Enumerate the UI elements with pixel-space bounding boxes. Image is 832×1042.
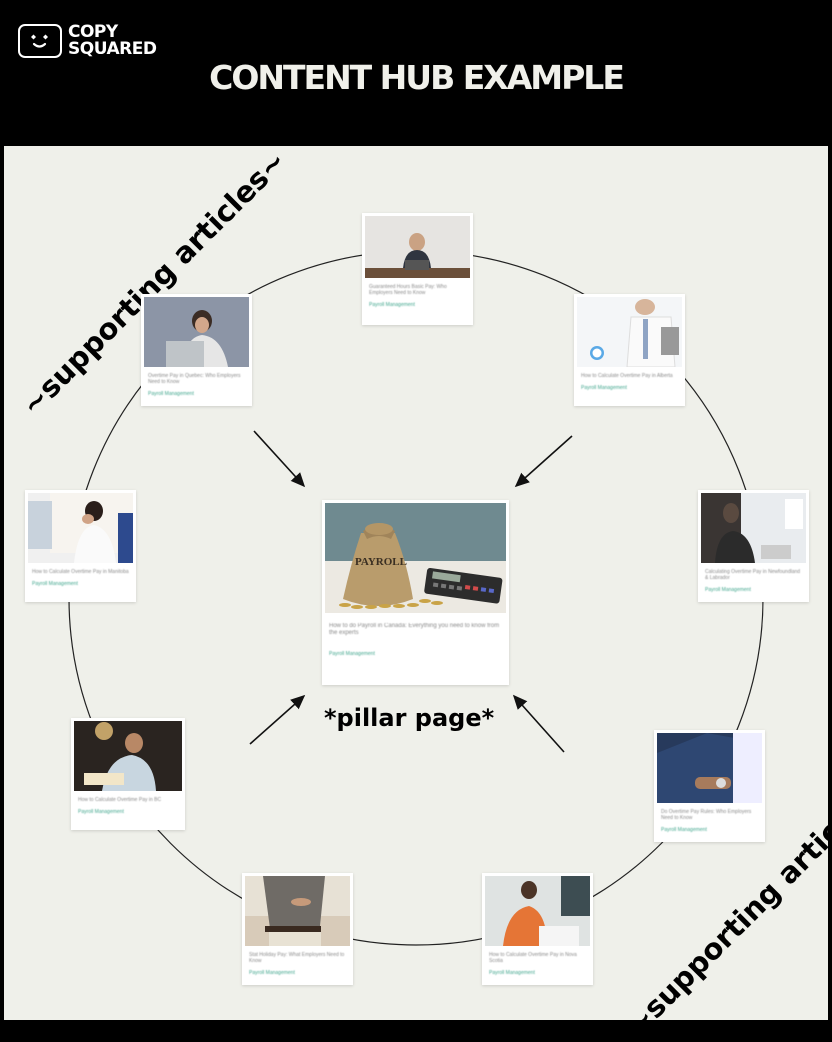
article-card-3[interactable]: Calculating Overtime Pay in Newfoundland… (698, 490, 809, 602)
article-image-8 (28, 493, 133, 563)
article-tag-4[interactable]: Payroll Management (661, 827, 707, 833)
article-card-9[interactable]: Overtime Pay in Quebec: Who Employers Ne… (141, 294, 252, 406)
article-card-8[interactable]: How to Calculate Overtime Pay in Manitob… (25, 490, 136, 602)
article-tag-9[interactable]: Payroll Management (148, 391, 194, 397)
article-tag-8[interactable]: Payroll Management (32, 581, 78, 587)
article-caption-1: Guaranteed Hours Basic Pay: Who Employer… (369, 284, 447, 296)
article-image-7 (74, 721, 182, 791)
article-card-4[interactable]: Do Overtime Pay Rules: Who Employers Nee… (654, 730, 765, 842)
article-image-3 (701, 493, 806, 563)
arrow-bottom-right (512, 694, 565, 753)
article-image-2 (577, 297, 682, 367)
article-caption-2: How to Calculate Overtime Pay in Alberta (581, 373, 673, 379)
article-caption-6: Stat Holiday Pay: What Employers Need to… (249, 952, 345, 964)
smiley-logo-icon (18, 24, 62, 58)
article-card-7[interactable]: How to Calculate Overtime Pay in BC Payr… (71, 718, 185, 830)
article-card-1[interactable]: Guaranteed Hours Basic Pay: Who Employer… (362, 213, 473, 325)
article-caption-9: Overtime Pay in Quebec: Who Employers Ne… (148, 373, 241, 385)
article-image-6 (245, 876, 350, 946)
article-card-2[interactable]: How to Calculate Overtime Pay in Alberta… (574, 294, 685, 406)
pillar-page-card[interactable]: PAYROLL How to do Payroll in Canada: Eve… (322, 500, 509, 685)
svg-text:PAYROLL: PAYROLL (355, 556, 407, 568)
article-tag-2[interactable]: Payroll Management (581, 385, 627, 391)
article-tag-3[interactable]: Payroll Management (705, 587, 751, 593)
article-caption-8: How to Calculate Overtime Pay in Manitob… (32, 569, 129, 575)
article-caption-5: How to Calculate Overtime Pay in Nova Sc… (489, 952, 577, 964)
arrow-top-right (514, 435, 573, 488)
article-tag-5[interactable]: Payroll Management (489, 970, 535, 976)
article-tag-7[interactable]: Payroll Management (78, 809, 124, 815)
pillar-caption: How to do Payroll in Canada: Everything … (329, 623, 500, 636)
article-tag-1[interactable]: Payroll Management (369, 302, 415, 308)
article-image-9 (144, 297, 249, 367)
hub-diagram: ~supporting articles~ ~supporting articl… (4, 144, 832, 1042)
article-caption-7: How to Calculate Overtime Pay in BC (78, 797, 162, 803)
arrow-bottom-left (249, 694, 306, 745)
article-image-4 (657, 733, 762, 803)
logo[interactable]: COPY SQUARED (18, 22, 157, 59)
page-title: CONTENT HUB EXAMPLE (209, 58, 625, 97)
arrows (249, 430, 573, 753)
article-caption-3: Calculating Overtime Pay in Newfoundland… (705, 569, 801, 581)
article-card-6[interactable]: Stat Holiday Pay: What Employers Need to… (242, 873, 353, 985)
arrow-top-left (253, 430, 306, 488)
article-image-1 (365, 216, 470, 278)
article-tag-6[interactable]: Payroll Management (249, 970, 295, 976)
article-caption-4: Do Overtime Pay Rules: Who Employers Nee… (661, 809, 752, 821)
payroll-bag-image: PAYROLL (325, 503, 506, 613)
pillar-tag[interactable]: Payroll Management (329, 651, 375, 657)
logo-text: COPY SQUARED (68, 22, 157, 59)
article-card-5[interactable]: How to Calculate Overtime Pay in Nova Sc… (482, 873, 593, 985)
header: COPY SQUARED CONTENT HUB EXAMPLE (0, 0, 832, 144)
pillar-page-label: *pillar page* (324, 704, 495, 732)
article-image-5 (485, 876, 590, 946)
